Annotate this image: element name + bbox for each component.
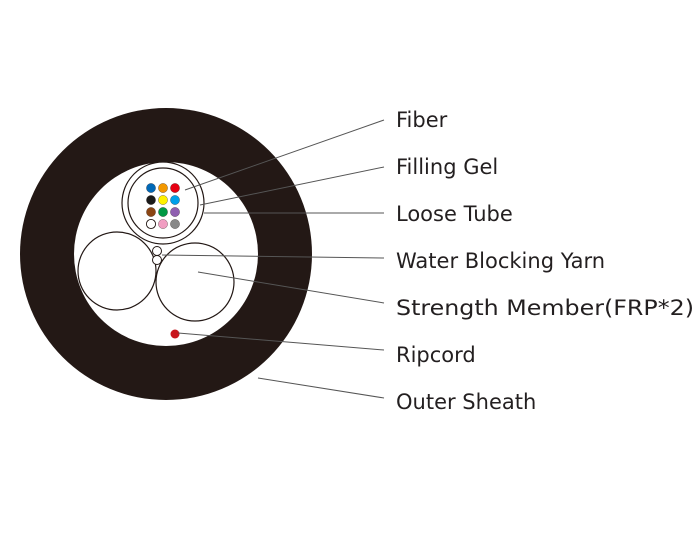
water-blocking-yarn-1	[152, 246, 162, 256]
leader-line-fiber	[184, 119, 385, 191]
fiber-11	[158, 219, 168, 229]
label-loose-tube: Loose Tube	[396, 202, 513, 226]
leader-line-ripcord	[177, 332, 385, 351]
fiber-9	[170, 207, 180, 217]
strength-member-right	[155, 242, 235, 322]
fiber-8	[158, 207, 168, 217]
label-outer-sheath: Outer Sheath	[396, 390, 536, 414]
label-fiber: Fiber	[396, 108, 448, 132]
ripcord-dot	[170, 329, 180, 339]
leader-line-filling-gel	[199, 166, 385, 206]
fiber-3	[170, 183, 180, 193]
fiber-7	[146, 207, 156, 217]
label-strength-member: Strength Member(FRP*2)	[396, 296, 694, 320]
leader-line-strength-member	[197, 271, 385, 304]
strength-member-left	[77, 231, 157, 311]
fiber-bundle	[145, 183, 180, 230]
leader-line-outer-sheath	[257, 377, 385, 399]
fiber-1	[146, 183, 156, 193]
label-filling-gel: Filling Gel	[396, 155, 498, 179]
fiber-12	[170, 219, 180, 229]
water-blocking-yarn-2	[152, 255, 162, 265]
fiber-5	[158, 195, 168, 205]
label-water-blocking-yarn: Water Blocking Yarn	[396, 249, 605, 273]
label-ripcord: Ripcord	[396, 343, 476, 367]
leader-line-water-blocking-yarn	[161, 254, 385, 259]
fiber-2	[158, 183, 168, 193]
fiber-4	[146, 195, 156, 205]
fiber-10	[145, 218, 157, 230]
fiber-6	[170, 195, 180, 205]
